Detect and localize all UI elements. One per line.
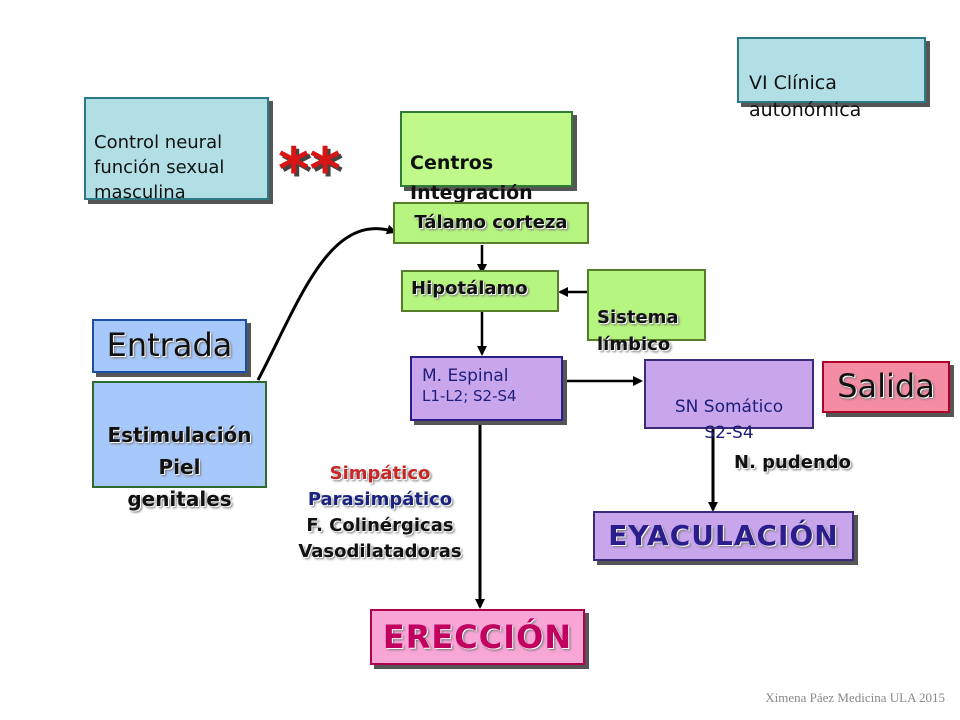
talamo-corteza-text: Tálamo corteza xyxy=(414,212,568,233)
pudendo-text: N. pudendo xyxy=(734,452,852,473)
sistema-limbico-text: Sistema límbico xyxy=(597,307,679,355)
sn-somatico-text: SN Somático S2-S4 xyxy=(674,397,784,443)
sistema-limbico-box: Sistema límbico xyxy=(587,269,706,355)
stars-mark: ** xyxy=(278,140,368,200)
stars-text: ** xyxy=(278,135,341,205)
estimulacion-text: Estimulación Piel genitales xyxy=(107,423,252,511)
estimulacion-box: Estimulación Piel genitales xyxy=(92,381,267,511)
medula-espinal-levels: L1-L2; S2-S4 xyxy=(422,387,517,405)
curve-arrow-entrada-talamo xyxy=(256,224,397,381)
colinergicas-label: F. Colinérgicas xyxy=(280,514,480,538)
vasodilatadoras-label: Vasodilatadoras xyxy=(280,540,480,564)
eyaculacion-box: EYACULACIÓN xyxy=(593,511,854,561)
entrada-box: Entrada xyxy=(92,319,247,373)
footer-credit-text: Ximena Páez Medicina ULA 2015 xyxy=(765,690,945,705)
hipotalamo-text: Hipotálamo xyxy=(411,278,528,299)
hipotalamo-box: Hipotálamo xyxy=(401,270,559,312)
parasimpatico-label: Parasimpático xyxy=(290,488,470,512)
vasodilatadoras-text: Vasodilatadoras xyxy=(298,541,462,562)
entrada-text: Entrada xyxy=(106,326,233,364)
ereccion-box: ERECCIÓN xyxy=(370,609,585,665)
sn-somatico-box: SN Somático S2-S4 xyxy=(644,359,814,443)
section-title-box: VI Clínica autonómica xyxy=(737,37,926,121)
eyaculacion-text: EYACULACIÓN xyxy=(608,519,839,552)
centros-integracion-box: Centros Integración xyxy=(400,111,573,204)
section-title-text: VI Clínica autonómica xyxy=(749,72,862,121)
medula-espinal-title: M. Espinal xyxy=(422,366,509,386)
footer-credit: Ximena Páez Medicina ULA 2015 xyxy=(720,690,945,706)
control-neural-box: Control neural función sexual masculina xyxy=(84,97,269,203)
salida-box: Salida xyxy=(822,361,950,413)
simpatico-text: Simpático xyxy=(329,463,431,484)
talamo-corteza-box: Tálamo corteza xyxy=(393,202,589,244)
control-neural-text: Control neural función sexual masculina xyxy=(94,132,225,203)
ereccion-text: ERECCIÓN xyxy=(382,618,573,656)
medula-espinal-box: M. Espinal L1-L2; S2-S4 xyxy=(410,356,563,421)
salida-text: Salida xyxy=(837,367,935,405)
parasimpatico-text: Parasimpático xyxy=(307,489,453,510)
simpatico-label: Simpático xyxy=(290,462,470,486)
colinergicas-text: F. Colinérgicas xyxy=(306,515,454,536)
centros-integracion-text: Centros Integración xyxy=(410,152,533,204)
pudendo-label: N. pudendo xyxy=(734,451,874,475)
